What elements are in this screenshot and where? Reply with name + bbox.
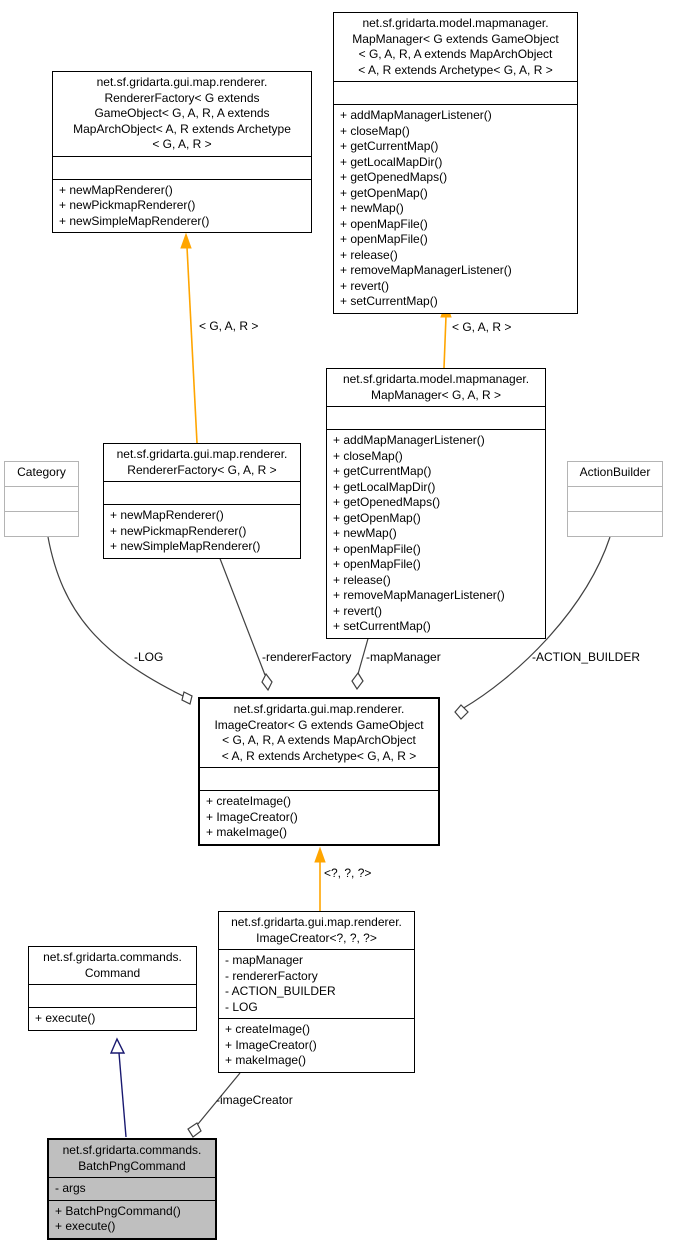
class-title: net.sf.gridarta.gui.map.renderer. Render… <box>104 444 300 482</box>
class-title: Category <box>5 462 78 487</box>
class-attributes-empty <box>5 487 78 512</box>
class-title: net.sf.gridarta.gui.map.renderer. ImageC… <box>219 912 414 950</box>
class-title: net.sf.gridarta.gui.map.renderer. ImageC… <box>200 699 438 768</box>
aggregation-diamond-image-creator <box>187 1122 202 1138</box>
class-action-builder[interactable]: ActionBuilder <box>567 461 663 537</box>
class-methods: + addMapManagerListener()+ closeMap()+ g… <box>340 108 512 308</box>
class-batchpng-command[interactable]: net.sf.gridarta.commands. BatchPngComman… <box>47 1138 217 1240</box>
class-methods: + createImage()+ ImageCreator()+ makeIma… <box>206 794 298 839</box>
class-category[interactable]: Category <box>4 461 79 537</box>
template-arrow-renderer-factory <box>186 246 198 444</box>
class-methods: + execute() <box>35 1011 96 1025</box>
template-arrow-map-manager <box>443 315 447 369</box>
class-methods-empty <box>5 512 78 536</box>
class-attributes-empty <box>53 157 311 180</box>
edge-label-template-gar-left: < G, A, R > <box>199 319 259 333</box>
aggregation-diamond-renderer-factory <box>261 672 273 692</box>
class-title: net.sf.gridarta.model.mapmanager. MapMan… <box>334 13 577 82</box>
edge-label-image-creator: -imageCreator <box>216 1093 293 1107</box>
class-title: net.sf.gridarta.commands. BatchPngComman… <box>49 1140 215 1178</box>
class-attributes-empty <box>29 985 196 1008</box>
edge-label-renderer-factory: -rendererFactory <box>262 650 352 664</box>
class-attributes-empty <box>327 407 545 430</box>
inheritance-arrowhead-batchpng-command <box>109 1037 126 1054</box>
edge-label-template-gar-right: < G, A, R > <box>452 320 512 334</box>
aggregation-edge-action-builder <box>461 536 611 710</box>
class-command[interactable]: net.sf.gridarta.commands. Command + exec… <box>28 946 197 1031</box>
aggregation-diamond-action-builder <box>454 704 469 720</box>
edge-label-map-manager: -mapManager <box>366 650 441 664</box>
class-methods: + newMapRenderer()+ newPickmapRenderer()… <box>59 182 210 228</box>
edge-label-log: -LOG <box>134 650 164 664</box>
class-attributes: - args <box>49 1178 215 1201</box>
edge-label-action-builder: -ACTION_BUILDER <box>532 650 641 664</box>
class-image-creator-wildcard[interactable]: net.sf.gridarta.gui.map.renderer. ImageC… <box>218 911 415 1073</box>
class-renderer-factory-generic[interactable]: net.sf.gridarta.gui.map.renderer. Render… <box>52 71 312 233</box>
class-renderer-factory-gar[interactable]: net.sf.gridarta.gui.map.renderer. Render… <box>103 443 301 559</box>
class-methods: + addMapManagerListener()+ closeMap()+ g… <box>333 433 505 633</box>
template-arrowhead-image-creator <box>314 846 326 863</box>
aggregation-edge-log <box>47 536 184 697</box>
class-title: net.sf.gridarta.gui.map.renderer. Render… <box>53 72 311 157</box>
class-methods: + BatchPngCommand()+ execute() <box>55 1203 181 1234</box>
aggregation-diamond-log <box>181 691 193 705</box>
class-attributes-empty <box>104 482 300 505</box>
class-attributes: - mapManager- rendererFactory- ACTION_BU… <box>219 950 414 1019</box>
class-methods: + createImage()+ ImageCreator()+ makeIma… <box>225 1022 317 1067</box>
class-title: net.sf.gridarta.model.mapmanager. MapMan… <box>327 369 545 407</box>
class-title: net.sf.gridarta.commands. Command <box>29 947 196 985</box>
class-image-creator-generic[interactable]: net.sf.gridarta.gui.map.renderer. ImageC… <box>198 697 440 846</box>
edge-label-template-wildcard: <?, ?, ?> <box>324 866 372 880</box>
class-attributes-empty <box>568 487 662 512</box>
aggregation-edge-renderer-factory <box>218 555 266 676</box>
aggregation-edge-image-creator <box>197 1072 241 1125</box>
class-map-manager-gar[interactable]: net.sf.gridarta.model.mapmanager. MapMan… <box>326 368 546 639</box>
class-methods: + newMapRenderer()+ newPickmapRenderer()… <box>110 508 261 553</box>
template-arrowhead-renderer-factory <box>180 232 192 249</box>
aggregation-diamond-map-manager <box>351 671 364 691</box>
class-map-manager-generic[interactable]: net.sf.gridarta.model.mapmanager. MapMan… <box>333 12 578 314</box>
class-methods-empty <box>568 512 662 536</box>
class-title: ActionBuilder <box>568 462 662 487</box>
inheritance-edge-batchpng-command <box>118 1052 127 1138</box>
class-attributes-empty <box>334 82 577 105</box>
class-attributes-empty <box>200 768 438 791</box>
